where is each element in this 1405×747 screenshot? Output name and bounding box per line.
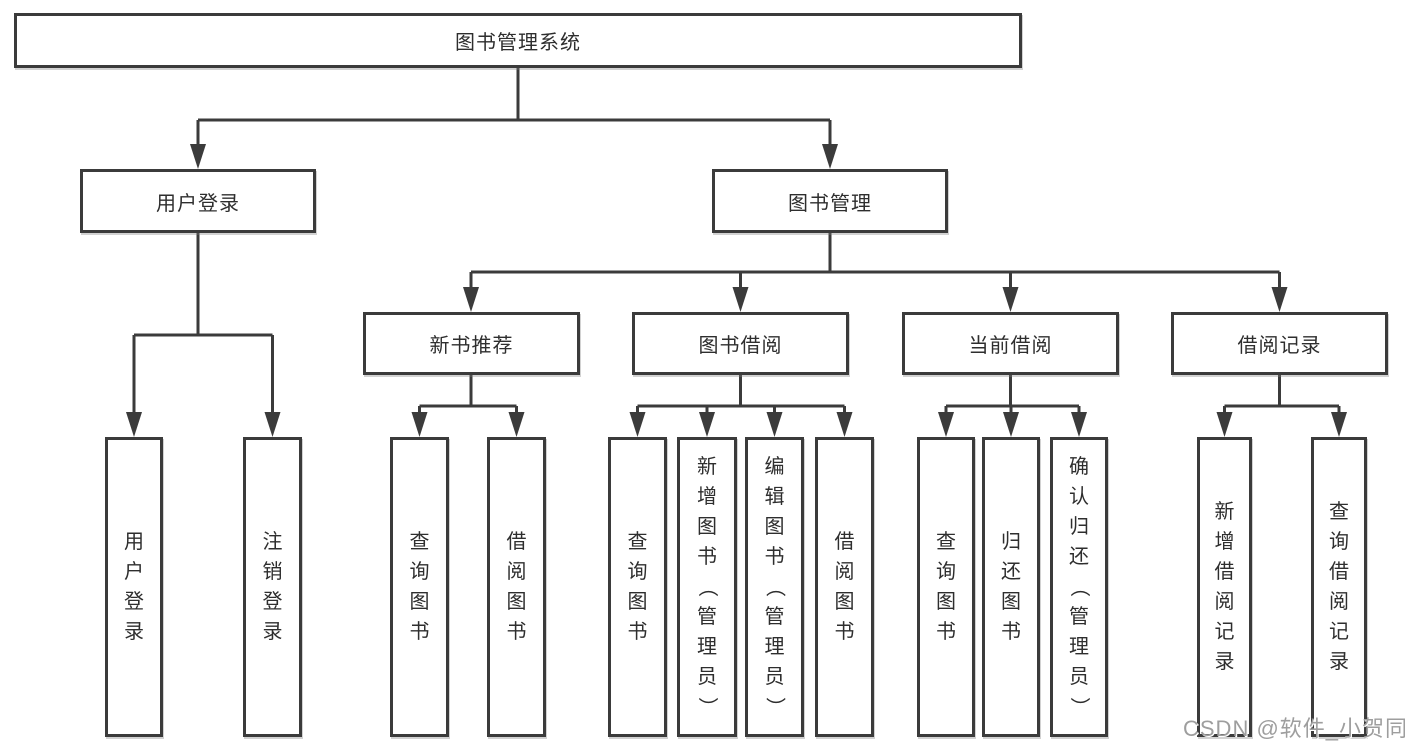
- node-borrowing-records: 借阅记录: [1171, 312, 1388, 375]
- node-book-borrowing: 图书借阅: [632, 312, 849, 375]
- node-library-management-system: 图书管理系统: [14, 13, 1022, 68]
- leaf-borrow-books-borrowing: 借阅图书: [815, 437, 874, 737]
- leaf-query-books-newbooks: 查询图书: [390, 437, 449, 737]
- leaf-add-borrow-record: 新增借阅记录: [1197, 437, 1252, 737]
- leaf-add-books-admin: 新增图书（管理员）: [677, 437, 737, 737]
- leaf-confirm-return-admin: 确认归还（管理员）: [1050, 437, 1108, 737]
- leaf-borrow-books-newbooks: 借阅图书: [487, 437, 546, 737]
- node-user-login: 用户登录: [80, 169, 316, 233]
- leaf-query-books-current: 查询图书: [917, 437, 975, 737]
- leaf-query-borrow-record: 查询借阅记录: [1311, 437, 1367, 737]
- leaf-return-books: 归还图书: [982, 437, 1040, 737]
- watermark: CSDN @软件_小贺同学: [1183, 716, 1405, 741]
- node-book-management: 图书管理: [712, 169, 948, 233]
- leaf-edit-books-admin: 编辑图书（管理员）: [745, 437, 804, 737]
- node-new-book-recommendation: 新书推荐: [363, 312, 580, 375]
- node-current-borrowing: 当前借阅: [902, 312, 1119, 375]
- leaf-user-login: 用户登录: [105, 437, 163, 737]
- leaf-query-books-borrowing: 查询图书: [608, 437, 667, 737]
- leaf-logout: 注销登录: [243, 437, 302, 737]
